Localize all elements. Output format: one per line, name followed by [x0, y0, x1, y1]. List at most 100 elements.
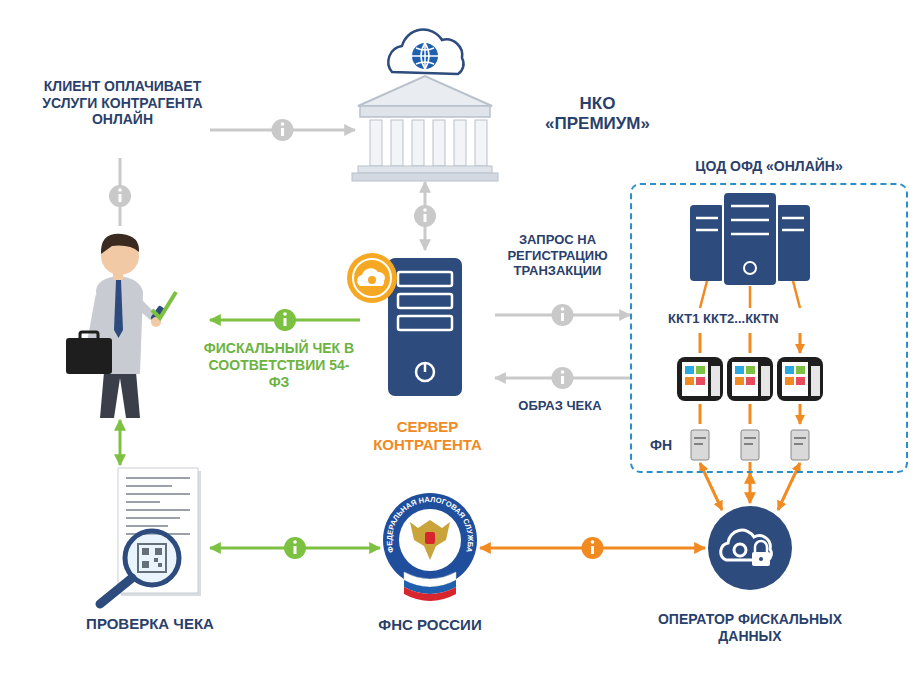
client-figure: [66, 338, 112, 374]
operator-icon: [755, 541, 767, 552]
bank-icon: [475, 120, 487, 166]
node-text: ЦОД ОФД «ОНЛАЙН»: [630, 158, 908, 175]
cash-register: [727, 357, 773, 401]
dashed-frame: [630, 183, 908, 473]
client-figure: [152, 292, 176, 318]
info-badge: [591, 546, 594, 554]
info-badge: [552, 367, 574, 389]
bank-icon: [433, 120, 445, 166]
device-label: ФН: [650, 437, 672, 454]
fiscal-drive: [694, 438, 806, 444]
client-figure: [100, 372, 140, 418]
client-figure: [101, 234, 139, 254]
bank-icon: [358, 166, 492, 173]
cash-register: [696, 366, 705, 374]
bank-icon: [352, 173, 498, 181]
info-badge: [552, 304, 574, 326]
info-badge: [284, 318, 287, 326]
info-badge: [561, 376, 564, 384]
cash-register: [796, 366, 805, 374]
cash-register: [735, 377, 744, 385]
server-icon: [424, 362, 427, 372]
info-badge: [281, 128, 284, 136]
bank-icon: [358, 76, 492, 106]
cash-register: [677, 357, 823, 424]
device-label: ККТ1 ККТ2...ККТN: [668, 311, 779, 327]
cash-register: [732, 362, 758, 396]
client-figure: [66, 158, 176, 418]
node-text: НКО «ПРЕМИУМ»: [540, 94, 655, 134]
info-badge: [552, 367, 574, 389]
operator-icon: [708, 506, 792, 590]
server-icon: [368, 276, 376, 284]
server-icon: [347, 253, 397, 303]
cash-register: [746, 366, 755, 374]
server-icon: [416, 363, 434, 381]
client-figure: [113, 272, 123, 280]
bank-icon: [388, 30, 463, 74]
info-badge: [582, 537, 604, 559]
edge-label: ОБРАЗ ЧЕКА: [500, 398, 620, 414]
server-icon: [347, 253, 462, 396]
info-badge: [272, 119, 294, 141]
info-badge: [274, 309, 296, 331]
cash-register: [700, 404, 800, 424]
info-badge: [423, 208, 427, 212]
bank-icon: [412, 43, 438, 69]
info-badge: [284, 537, 306, 559]
bank-icon: [454, 120, 466, 166]
bank-icon: [370, 120, 382, 166]
cash-register: [782, 362, 808, 396]
tax-emblem: ФНС РОССИИ: [380, 490, 480, 636]
client-figure: КЛИЕНТ ОПЛАЧИВАЕТ УСЛУГИ КОНТРАГЕНТА ОНЛ…: [35, 78, 210, 420]
cash-register: [735, 366, 744, 374]
operator-icon: ОПЕРАТОР ФИСКАЛЬНЫХ ДАННЫХ: [705, 503, 795, 646]
datacenter-racks: [700, 333, 800, 353]
receipt-check: ПРОВЕРКА ЧЕКА: [90, 465, 210, 635]
info-badge: [274, 309, 296, 331]
fiscal-drive: [691, 430, 809, 510]
cash-register: [677, 357, 723, 401]
cash-register: [711, 366, 720, 396]
bank-icon: [391, 120, 403, 166]
operator-icon: [708, 506, 792, 590]
datacenter-racks: [744, 262, 756, 274]
node-text: КЛИЕНТ ОПЛАЧИВАЕТ УСЛУГИ КОНТРАГЕНТА ОНЛ…: [35, 78, 210, 128]
cash-register: [682, 362, 708, 396]
cash-register: [785, 366, 794, 374]
server-icon: [398, 272, 452, 286]
flow-arrow: [119, 420, 122, 465]
client-figure: [109, 185, 131, 207]
fiscal-drive: [691, 430, 709, 460]
info-badge: [414, 205, 436, 227]
server-icon: [357, 268, 385, 286]
receipt-check: [100, 468, 201, 604]
node-text: ОПЕРАТОР ФИСКАЛЬНЫХ ДАННЫХ: [640, 611, 860, 644]
edge-label: ФИСКАЛЬНЫЙ ЧЕК В СООТВЕТСТВИИ 54-ФЗ: [200, 340, 358, 390]
server-box: СЕРВЕР КОНТРАГЕНТА: [360, 250, 495, 460]
bank-icon: [352, 30, 498, 181]
info-badge: [552, 304, 574, 326]
cash-register: [696, 377, 705, 385]
info-badge: [284, 537, 306, 559]
bank-icon: [360, 106, 490, 117]
cash-register: [811, 366, 820, 396]
info-badge: [582, 537, 604, 559]
bank-icon: НКО «ПРЕМИУМ»: [355, 12, 655, 182]
info-badge: [414, 205, 436, 227]
info-badge: [283, 312, 287, 316]
info-badge: [293, 540, 297, 544]
info-badge: [561, 307, 565, 311]
datacenter-racks: [700, 281, 800, 308]
bank-icon: [421, 43, 429, 69]
info-badge: [561, 370, 565, 374]
client-figure: [114, 280, 123, 338]
flow-arrow: [749, 473, 752, 503]
node-text: ФНС РОССИИ: [355, 616, 505, 634]
fiscal-drive: [741, 430, 759, 460]
operator-icon: [759, 557, 763, 561]
tax-emblem: [404, 587, 456, 601]
tax-emblem: [410, 520, 450, 560]
datacenter-racks: [696, 206, 804, 234]
